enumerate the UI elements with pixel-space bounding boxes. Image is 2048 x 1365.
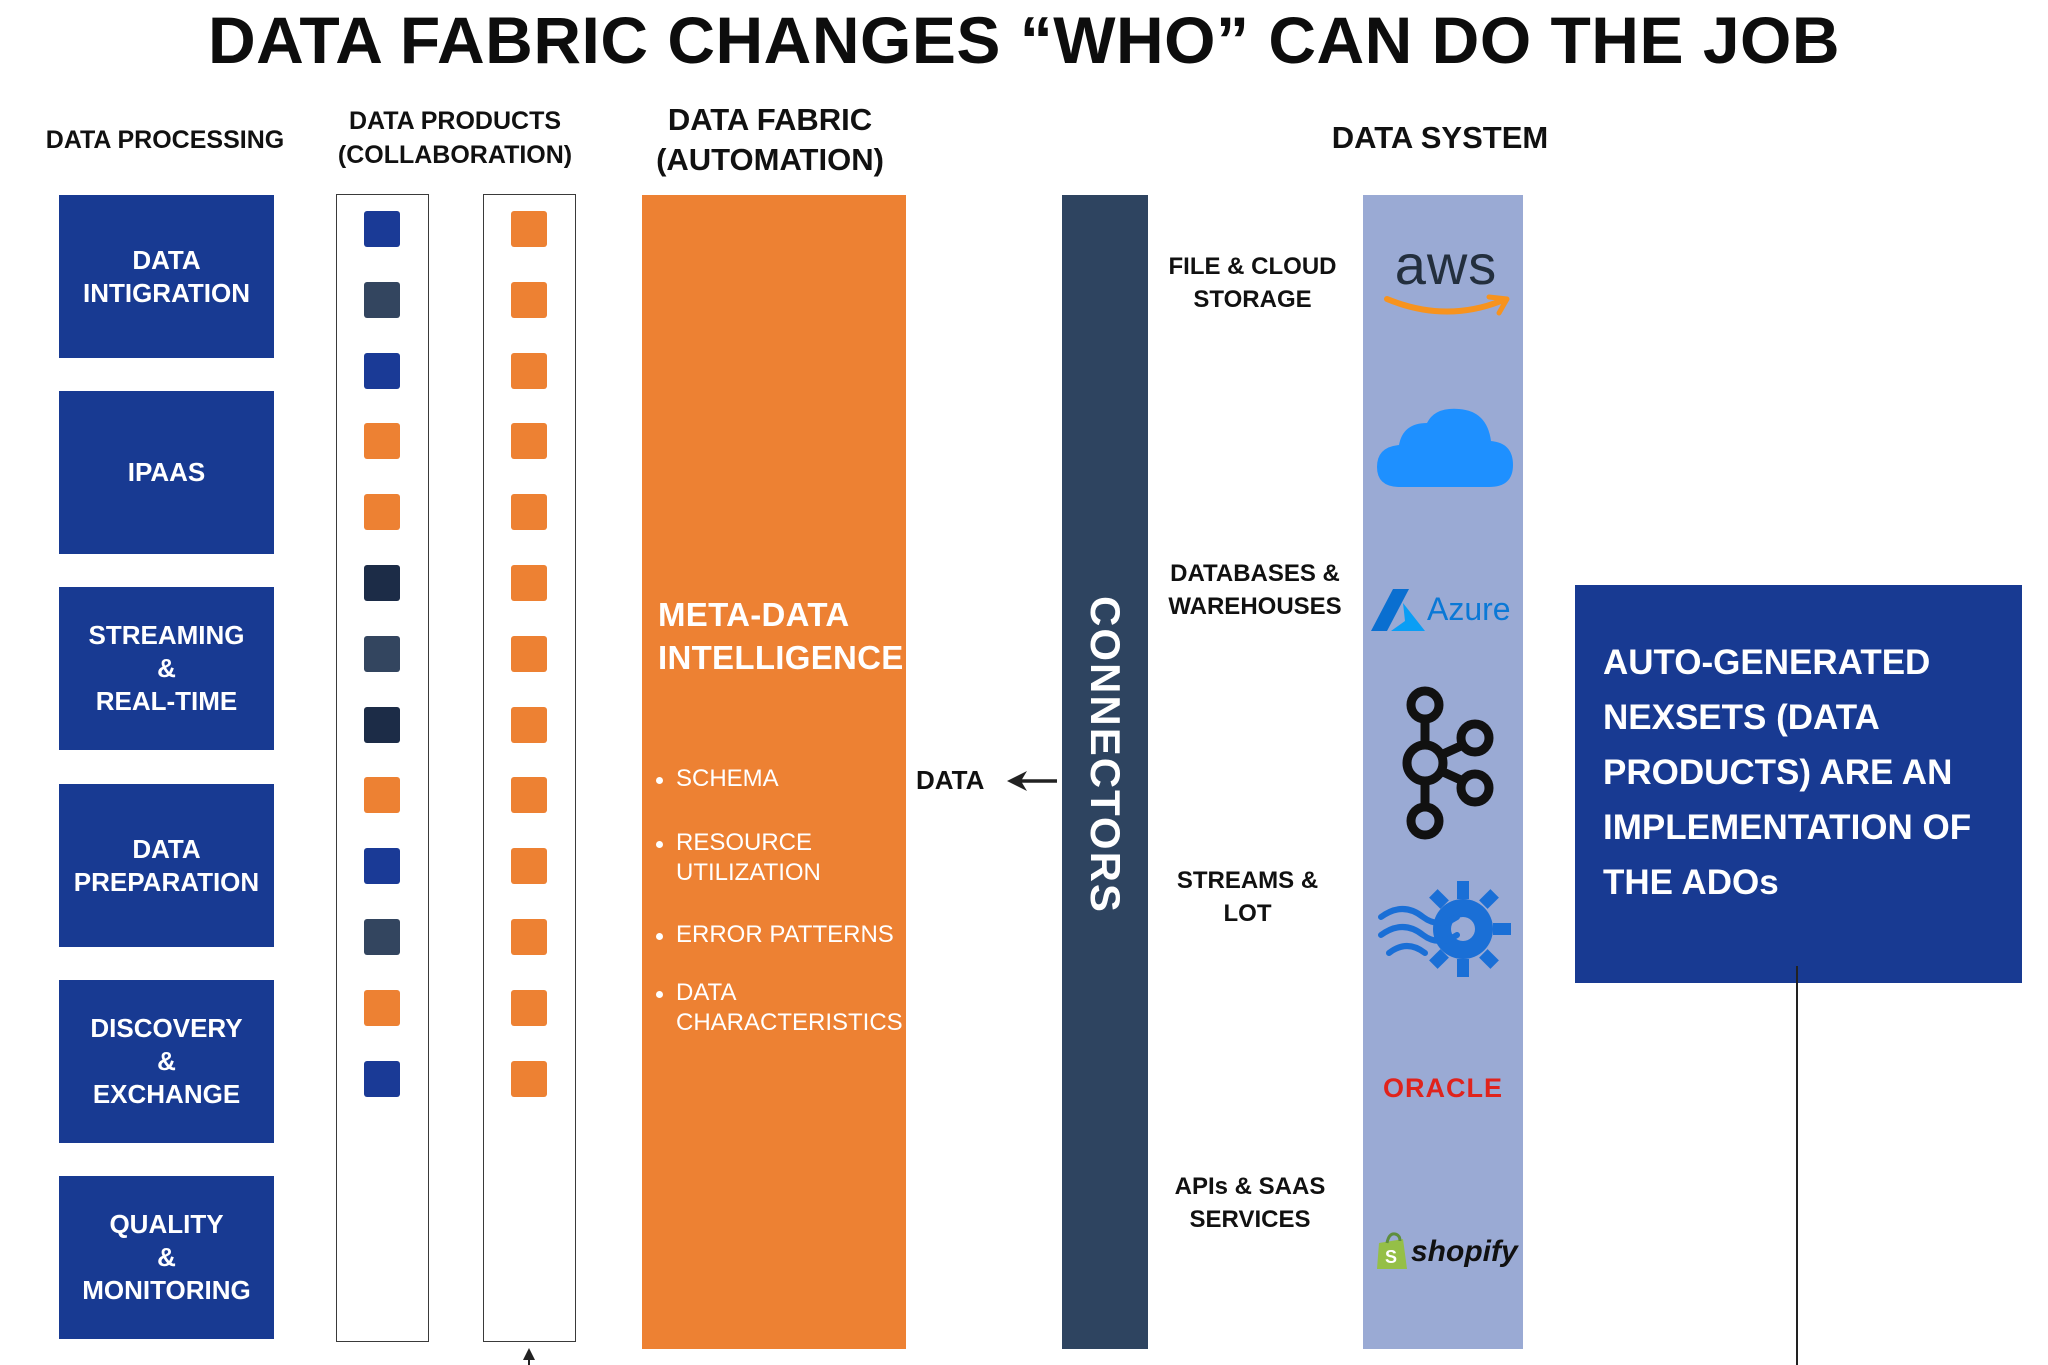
shopify-bag-icon: S bbox=[1377, 1232, 1407, 1269]
data-product-square bbox=[511, 989, 547, 1026]
bullet-data-characteristics: DATA CHARACTERISTICS bbox=[656, 978, 921, 1038]
data-product-square bbox=[364, 494, 400, 531]
data-product-square bbox=[511, 1060, 547, 1097]
data-product-square bbox=[364, 777, 400, 814]
header-data-processing: DATA PROCESSING bbox=[45, 126, 285, 154]
data-product-square bbox=[364, 989, 400, 1026]
callout-box: AUTO-GENERATED NEXSETS (DATA PRODUCTS) A… bbox=[1575, 585, 2022, 983]
data-product-square bbox=[364, 352, 400, 389]
processing-box-ipaas: IPAAS bbox=[59, 391, 274, 554]
data-product-square bbox=[511, 211, 547, 247]
data-product-square bbox=[364, 706, 400, 743]
data-product-square bbox=[511, 848, 547, 885]
header-data-products: DATA PRODUCTS (COLLABORATION) bbox=[337, 107, 573, 169]
header-data-fabric: DATA FABRIC (AUTOMATION) bbox=[656, 102, 884, 177]
category-databases-warehouses: DATABASES & WAREHOUSES bbox=[1168, 560, 1342, 620]
data-product-square bbox=[511, 635, 547, 672]
data-product-square bbox=[511, 352, 547, 389]
processing-box-streaming: STREAMING & REAL-TIME bbox=[59, 587, 274, 750]
meta-data-intelligence-title: META-DATA INTELLIGENCE bbox=[658, 596, 904, 676]
kafka-icon bbox=[1402, 686, 1494, 840]
data-product-square bbox=[364, 919, 400, 955]
header-data-system: DATA SYSTEM bbox=[1331, 120, 1549, 155]
data-product-square bbox=[364, 565, 400, 601]
data-products-column-1 bbox=[336, 194, 429, 1342]
data-product-square bbox=[511, 777, 547, 814]
shopify-logo-text: shopify bbox=[1411, 1235, 1518, 1268]
data-product-square bbox=[364, 211, 400, 247]
bullet-resource-utilization: RESOURCE UTILIZATION bbox=[656, 828, 916, 888]
svg-text:S: S bbox=[1385, 1247, 1397, 1267]
processing-box-discovery-exchange: DISCOVERY & EXCHANGE bbox=[59, 980, 274, 1143]
data-product-square bbox=[364, 635, 400, 672]
oracle-logo-text: ORACLE bbox=[1383, 1073, 1503, 1103]
data-system-bar: aws Azure bbox=[1363, 195, 1523, 1349]
azure-icon bbox=[1371, 589, 1425, 631]
category-apis-saas: APIs & SAAS SERVICES bbox=[1174, 1173, 1326, 1233]
data-fabric-panel: META-DATA INTELLIGENCE SCHEMA RESOURCE U… bbox=[642, 195, 906, 1349]
data-product-square bbox=[511, 281, 547, 318]
connectors-bar: CONNECTORS bbox=[1062, 195, 1148, 1349]
aws-smile-icon bbox=[1384, 294, 1510, 316]
page-title: DATA FABRIC CHANGES “WHO” CAN DO THE JOB bbox=[207, 3, 1841, 77]
data-product-square bbox=[511, 706, 547, 743]
bullet-error-patterns: ERROR PATTERNS bbox=[656, 920, 916, 950]
data-product-square bbox=[511, 494, 547, 531]
aws-logo-text: aws bbox=[1394, 233, 1498, 296]
data-product-square bbox=[511, 423, 547, 460]
processing-box-quality-monitoring: QUALITY & MONITORING bbox=[59, 1176, 274, 1339]
processing-box-data-integration: DATA INTIGRATION bbox=[59, 195, 274, 358]
cloud-icon bbox=[1377, 408, 1513, 487]
data-product-square bbox=[364, 1060, 400, 1097]
data-product-square bbox=[511, 565, 547, 601]
data-product-square bbox=[364, 848, 400, 885]
bullet-schema: SCHEMA bbox=[656, 764, 916, 794]
connectors-label: CONNECTORS bbox=[1082, 596, 1129, 914]
data-products-column-2 bbox=[483, 194, 576, 1342]
data-product-square bbox=[511, 919, 547, 955]
processing-box-data-preparation: DATA PREPARATION bbox=[59, 784, 274, 947]
data-product-square bbox=[364, 281, 400, 318]
azure-logo-text: Azure bbox=[1427, 591, 1511, 627]
streaming-gear-icon bbox=[1378, 881, 1511, 977]
category-streams-lot: STREAMS & LOT bbox=[1176, 867, 1319, 927]
data-arrow bbox=[1007, 771, 1057, 791]
data-arrow-label: DATA bbox=[916, 765, 985, 795]
category-file-cloud-storage: FILE & CLOUD STORAGE bbox=[1168, 253, 1337, 313]
data-product-square bbox=[364, 423, 400, 460]
